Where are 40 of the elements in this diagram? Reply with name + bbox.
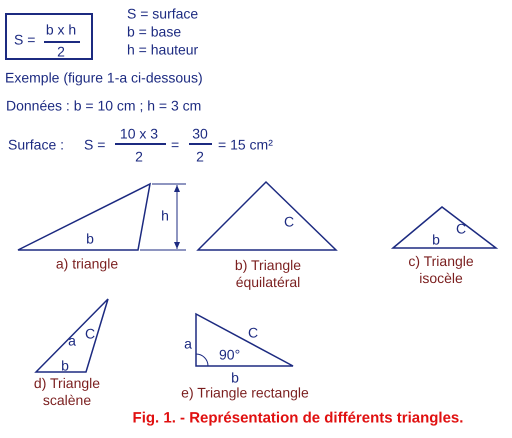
formula-text: S =	[14, 32, 36, 48]
figure-caption: e) Triangle rectangle	[180, 384, 310, 402]
side-label: b	[231, 370, 239, 386]
figure-caption: c) Triangle isocèle	[407, 253, 475, 287]
legend-text: b = base	[127, 24, 182, 40]
formula-box	[5, 13, 93, 60]
numerator: 10 x 3	[120, 126, 158, 142]
example-heading: Exemple (figure 1-a ci-dessous)	[5, 70, 203, 86]
side-label: C	[84, 326, 96, 342]
formula-text: Surface :	[8, 136, 64, 154]
figure-caption: b) Triangle équilatéral	[234, 257, 302, 291]
denominator: 2	[196, 148, 204, 166]
side-label: a	[68, 332, 76, 350]
formula-text: 2	[57, 44, 65, 60]
side-label: C	[248, 324, 258, 342]
side-label: a	[184, 336, 192, 352]
given-values: Données : b = 10 cm ; h = 3 cm	[6, 98, 202, 114]
side-label: b	[86, 230, 94, 248]
triangle	[196, 314, 293, 366]
legend-text: S = surface	[127, 6, 198, 22]
formula-text: =	[171, 136, 180, 154]
angle-label: 90°	[219, 346, 240, 364]
figure-caption: Fig. 1. - Représentation de différents triangles.	[132, 410, 464, 426]
legend-text: h = hauteur	[127, 42, 198, 58]
height-label: h	[161, 208, 169, 224]
side-label: C	[456, 220, 466, 238]
side-label: b	[61, 358, 69, 374]
triangle	[18, 184, 150, 250]
formula-text: S =	[84, 136, 106, 154]
result-text: = 15 cm²	[218, 136, 273, 154]
figure-caption: d) Triangle scalène	[32, 375, 102, 409]
denominator: 2	[135, 148, 143, 166]
formula-text: b x h	[46, 22, 76, 38]
triangle	[36, 299, 108, 372]
triangle	[198, 182, 336, 250]
side-label: b	[432, 232, 440, 248]
figure-caption: a) triangle	[54, 256, 120, 272]
side-label: C	[284, 214, 294, 230]
numerator: 30	[192, 126, 208, 142]
triangle	[393, 207, 496, 248]
